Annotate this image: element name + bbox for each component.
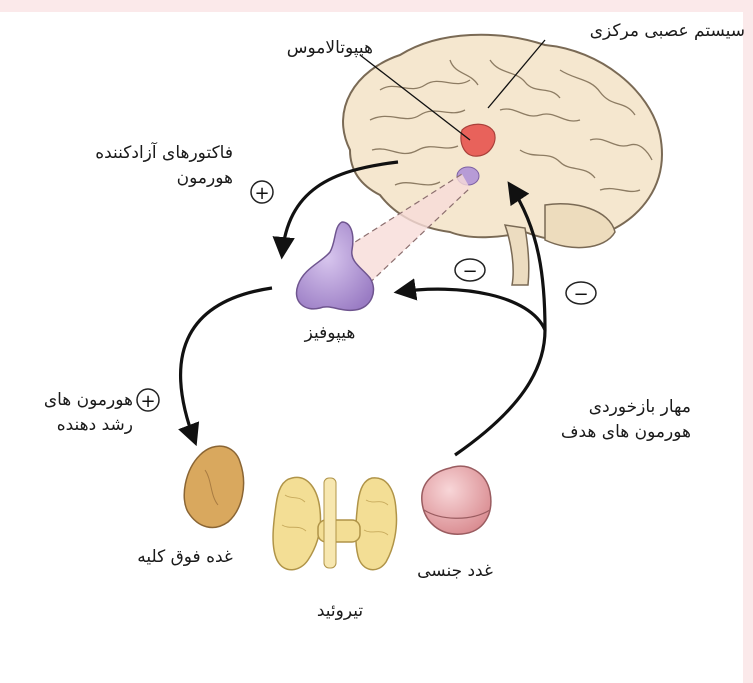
label-releasing-line2: هورمون (177, 167, 233, 189)
svg-text:−: − (573, 284, 588, 305)
label-feedback-line2: هورمون های هدف (561, 421, 691, 443)
plus-sign-growth: + (137, 389, 159, 412)
label-growth-line1: هورمون های (44, 389, 133, 411)
label-growth-line2: رشد دهنده (57, 414, 133, 436)
svg-text:+: + (254, 183, 269, 204)
label-adrenal: غده فوق کلیه (120, 546, 250, 568)
minus-sign-brain: − (566, 282, 596, 305)
thyroid-gland (273, 477, 396, 569)
gonad (422, 466, 491, 534)
adrenal-gland (184, 446, 243, 527)
label-gonad: غدد جنسی (400, 560, 510, 582)
plus-sign-releasing: + (251, 181, 273, 204)
svg-text:−: − (462, 261, 477, 282)
label-hypothalamus: هیپوتالاموس (287, 37, 373, 59)
label-pituitary: هیپوفیز (290, 322, 370, 344)
label-feedback-line1: مهار بازخوردی (589, 396, 691, 418)
label-thyroid: تیروئید (285, 600, 395, 622)
svg-text:+: + (140, 391, 155, 412)
label-cns: سیستم عصبی مرکزی (590, 20, 745, 42)
label-releasing-line1: فاکتورهای آزادکننده (95, 142, 233, 164)
minus-sign-pituitary: − (455, 259, 485, 282)
